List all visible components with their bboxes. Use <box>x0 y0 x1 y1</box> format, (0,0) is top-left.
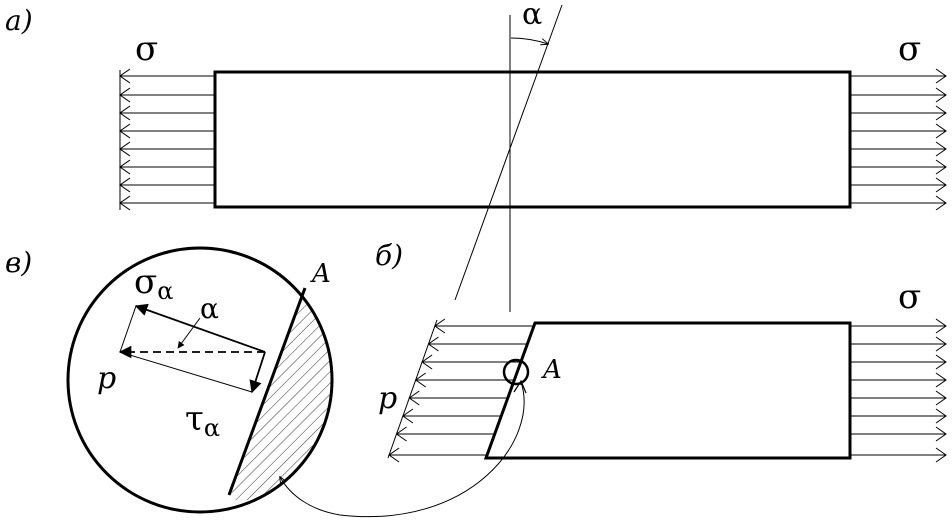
connector-arrow-curve <box>280 381 525 518</box>
detail-circle <box>66 246 334 514</box>
alpha-arc-arrow <box>510 37 548 44</box>
alpha-pointer-line <box>177 317 201 349</box>
load-arrow-right-b-head <box>935 390 947 406</box>
left-load-arrows-a <box>119 68 215 211</box>
right-load-arrows-a <box>850 68 947 211</box>
load-arrow-right-a-head <box>935 68 947 84</box>
panel-b-label: б) <box>375 239 403 272</box>
sigma-right-label: σ <box>898 29 921 69</box>
tau-alpha-arrow <box>249 351 266 394</box>
load-arrow-right-b-head <box>935 372 947 388</box>
stress-envelope-line <box>387 319 438 459</box>
load-arrow-right-a-head <box>935 105 947 121</box>
load-arrow-right-b-head <box>935 447 947 463</box>
hatched-region <box>229 250 332 500</box>
p-circle-label: p <box>97 361 116 396</box>
alpha-circle-label: α <box>200 292 219 325</box>
point-a-b-label: A <box>541 355 562 385</box>
point-a-marker <box>502 358 530 386</box>
panel-b <box>387 318 947 463</box>
section-line-detail <box>227 287 307 496</box>
load-arrow-right-b-head <box>935 426 947 442</box>
panel-a-label: а) <box>5 4 33 37</box>
load-arrow-right-a-head <box>935 159 947 175</box>
left-load-arrows-b <box>388 318 534 463</box>
bar-b-cut <box>483 321 852 460</box>
load-arrow-right-b-head <box>935 336 947 352</box>
right-load-arrows-b <box>850 318 947 463</box>
inclined-section-line <box>454 4 563 301</box>
panel-v <box>66 246 334 514</box>
load-arrow-right-a-head <box>935 123 947 139</box>
sigma-alpha-label: σα <box>134 262 173 305</box>
alpha-top-label: α <box>522 0 542 32</box>
load-arrow-right-a-head <box>935 87 947 103</box>
connector-arrowhead-top <box>513 379 527 394</box>
sigma-b-label: σ <box>898 277 921 317</box>
load-arrow-right-a-head <box>935 195 947 211</box>
load-arrow-right-a-head <box>935 141 947 157</box>
parallelogram-side-2 <box>119 351 253 393</box>
p-b-label: p <box>378 381 397 416</box>
panel-v-label: в) <box>5 246 32 279</box>
sigma-alpha-arrow <box>134 303 266 353</box>
panel-a <box>119 4 947 312</box>
parallelogram-side-1 <box>119 305 137 353</box>
sigma-left-label: σ <box>135 29 158 69</box>
load-arrow-right-b-head <box>935 318 947 334</box>
load-arrow-right-b-head <box>935 408 947 424</box>
load-arrow-right-b-head <box>935 354 947 370</box>
point-a-circle-label: A <box>310 259 331 289</box>
load-arrow-right-a-head <box>935 177 947 193</box>
tau-alpha-label: τα <box>185 399 220 442</box>
bar-a <box>213 70 852 209</box>
